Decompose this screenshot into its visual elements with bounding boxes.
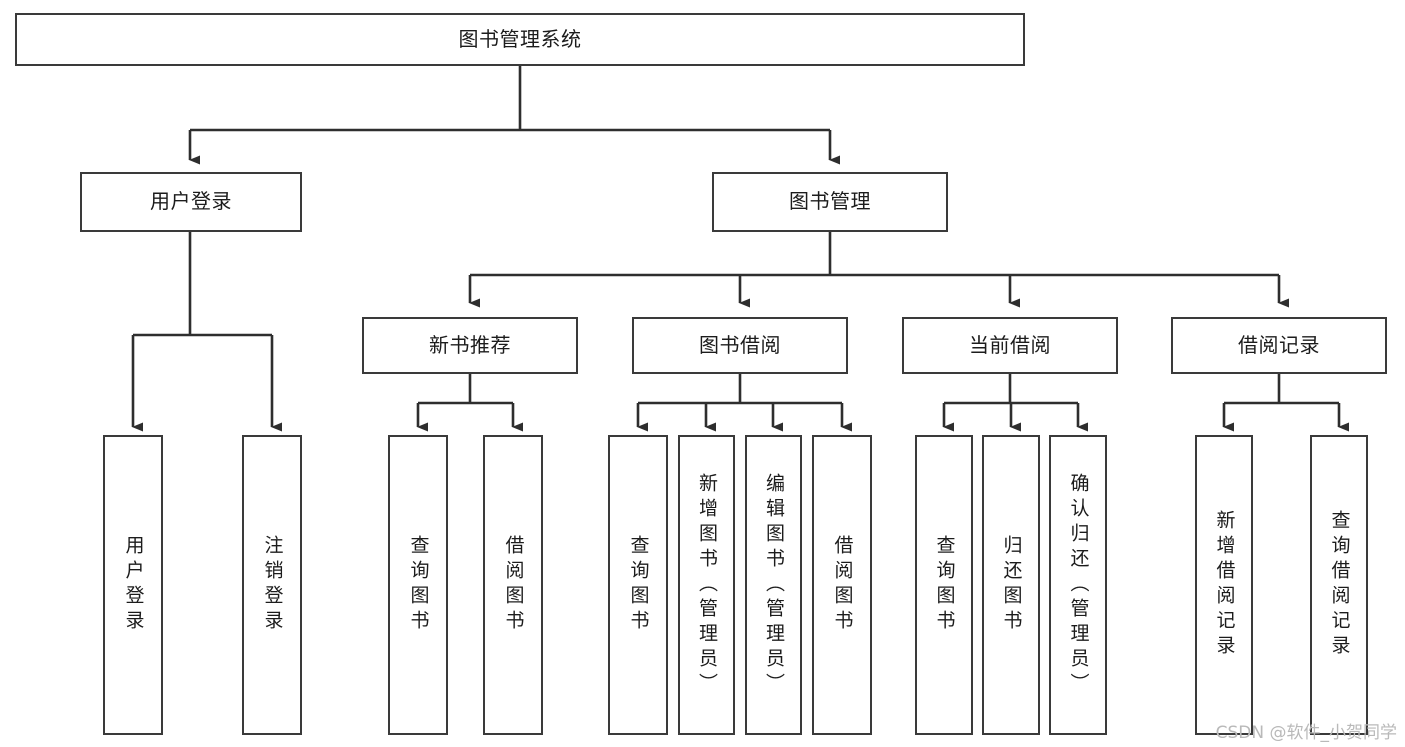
node-leaf-confirm-return-admin-label: 确认归还（管理员） <box>1067 472 1090 698</box>
node-user-login-label: 用户登录 <box>150 189 232 214</box>
node-leaf-borrow-book-recommend-label: 借阅图书 <box>502 535 525 635</box>
node-leaf-query-book-current-label: 查询图书 <box>933 535 956 635</box>
node-leaf-logout-label: 注销登录 <box>261 535 284 635</box>
node-leaf-edit-book-admin-label: 编辑图书（管理员） <box>763 472 785 698</box>
node-leaf-query-book-current[interactable]: 查询图书 <box>915 435 973 735</box>
node-book-borrow-label: 图书借阅 <box>699 332 781 357</box>
node-book-management[interactable]: 图书管理 <box>712 172 948 232</box>
node-leaf-borrow-book-recommend[interactable]: 借阅图书 <box>483 435 543 735</box>
node-new-book-recommend-label: 新书推荐 <box>429 332 511 357</box>
node-leaf-return-book-label: 归还图书 <box>1000 535 1023 635</box>
node-leaf-logout[interactable]: 注销登录 <box>242 435 302 735</box>
node-book-borrow[interactable]: 图书借阅 <box>632 317 848 374</box>
node-leaf-confirm-return-admin[interactable]: 确认归还（管理员） <box>1049 435 1107 735</box>
node-leaf-query-book-borrow-label: 查询图书 <box>627 535 650 635</box>
node-leaf-query-borrow-record[interactable]: 查询借阅记录 <box>1310 435 1368 735</box>
node-borrow-record-label: 借阅记录 <box>1238 332 1320 357</box>
node-new-book-recommend[interactable]: 新书推荐 <box>362 317 578 374</box>
node-current-borrow-label: 当前借阅 <box>969 332 1051 357</box>
node-user-login[interactable]: 用户登录 <box>80 172 302 232</box>
node-leaf-query-borrow-record-label: 查询借阅记录 <box>1328 510 1351 660</box>
node-root-label: 图书管理系统 <box>458 26 582 51</box>
node-borrow-record[interactable]: 借阅记录 <box>1171 317 1387 374</box>
node-leaf-query-book-recommend-label: 查询图书 <box>407 535 430 635</box>
node-leaf-borrow-book[interactable]: 借阅图书 <box>812 435 872 735</box>
node-leaf-add-book-admin-label: 新增图书（管理员） <box>696 472 718 698</box>
csdn-watermark: CSDN @软件_小贺同学 <box>1215 723 1397 743</box>
node-leaf-user-login[interactable]: 用户登录 <box>103 435 163 735</box>
node-leaf-add-book-admin[interactable]: 新增图书（管理员） <box>678 435 735 735</box>
node-root-book-management-system[interactable]: 图书管理系统 <box>15 13 1025 66</box>
node-leaf-query-book-recommend[interactable]: 查询图书 <box>388 435 448 735</box>
node-leaf-user-login-label: 用户登录 <box>122 535 145 635</box>
node-current-borrow[interactable]: 当前借阅 <box>902 317 1118 374</box>
node-leaf-borrow-book-label: 借阅图书 <box>831 535 854 635</box>
node-leaf-return-book[interactable]: 归还图书 <box>982 435 1040 735</box>
node-book-management-label: 图书管理 <box>789 189 871 214</box>
node-leaf-query-book-borrow[interactable]: 查询图书 <box>608 435 668 735</box>
node-leaf-add-borrow-record[interactable]: 新增借阅记录 <box>1195 435 1253 735</box>
node-leaf-edit-book-admin[interactable]: 编辑图书（管理员） <box>745 435 802 735</box>
node-leaf-add-borrow-record-label: 新增借阅记录 <box>1213 510 1236 660</box>
